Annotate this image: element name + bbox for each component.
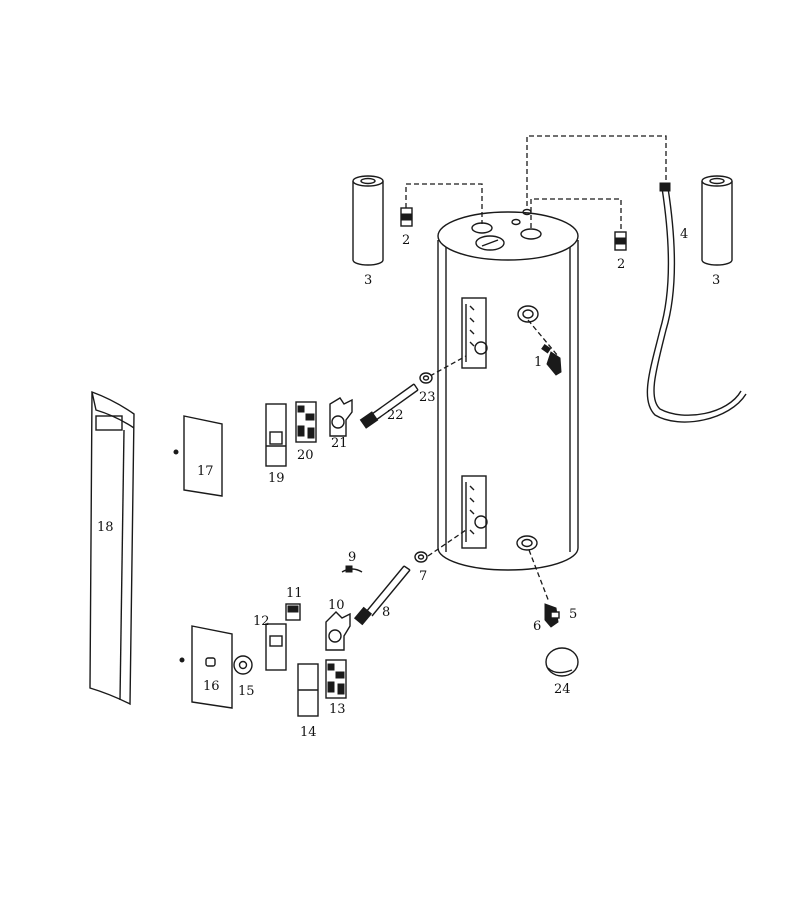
upper-insulation-pad <box>265 403 287 467</box>
label-part-3-left: 3 <box>364 273 372 288</box>
upper-thermostat <box>295 401 317 443</box>
label-part-12: 12 <box>253 614 270 629</box>
label-part-24: 24 <box>554 682 571 697</box>
label-part-11: 11 <box>286 586 303 601</box>
heat-trap-nipple-right <box>614 231 627 251</box>
dip-tube <box>646 182 747 423</box>
label-part-19: 19 <box>268 471 285 486</box>
label-part-22: 22 <box>387 408 404 423</box>
thermostat-bracket-lower <box>325 611 351 651</box>
thermostat-bracket-upper <box>329 397 353 437</box>
label-part-2-right: 2 <box>617 257 625 272</box>
high-limit-switch <box>285 603 301 621</box>
relief-valve <box>541 343 562 376</box>
label-part-9: 9 <box>348 550 356 565</box>
water-heater-tank <box>437 208 579 571</box>
lower-access-opening <box>461 475 487 549</box>
label-part-7: 7 <box>419 569 427 584</box>
label-part-20: 20 <box>297 448 314 463</box>
label-part-6: 6 <box>533 619 541 634</box>
upper-access-opening <box>461 297 487 369</box>
label-part-2-left: 2 <box>402 233 410 248</box>
lower-insulation-pad-b <box>297 663 319 717</box>
wire-clip <box>341 565 363 573</box>
jacket-panel <box>89 391 135 706</box>
label-part-1: 1 <box>534 355 542 370</box>
drain-cap <box>545 647 579 677</box>
part-number-labels: 1 2 2 3 3 4 5 6 7 8 9 10 11 12 13 14 15 … <box>97 227 720 740</box>
drain-valve <box>544 603 560 628</box>
element-gasket-lower <box>414 551 428 563</box>
label-part-17: 17 <box>197 464 214 479</box>
label-part-5: 5 <box>569 607 577 622</box>
heat-trap-nipple-left <box>400 207 413 227</box>
label-part-16: 16 <box>203 679 220 694</box>
label-part-21: 21 <box>331 436 348 451</box>
label-part-18: 18 <box>97 520 114 535</box>
lower-heating-element <box>353 565 411 626</box>
label-part-10: 10 <box>328 598 345 613</box>
relief-valve-port <box>517 305 539 323</box>
label-part-15: 15 <box>238 684 255 699</box>
insulation-cover-disc <box>233 655 253 675</box>
lower-thermostat <box>325 659 347 699</box>
leader-lines <box>405 135 667 603</box>
label-part-13: 13 <box>329 702 346 717</box>
pipe-insulation-left <box>352 175 384 266</box>
hot-outlet-port <box>520 228 542 240</box>
lower-access-cover <box>179 625 233 709</box>
upper-heating-element <box>359 383 419 429</box>
pipe-insulation-right <box>701 175 733 266</box>
label-part-4: 4 <box>680 227 688 242</box>
element-gasket-upper <box>419 372 433 384</box>
label-part-14: 14 <box>300 725 317 740</box>
lower-insulation-pad-a <box>265 623 287 671</box>
label-part-8: 8 <box>382 605 390 620</box>
label-part-3-right: 3 <box>712 273 720 288</box>
upper-access-cover <box>173 415 223 497</box>
label-part-23: 23 <box>419 390 436 405</box>
drain-port <box>516 535 538 551</box>
